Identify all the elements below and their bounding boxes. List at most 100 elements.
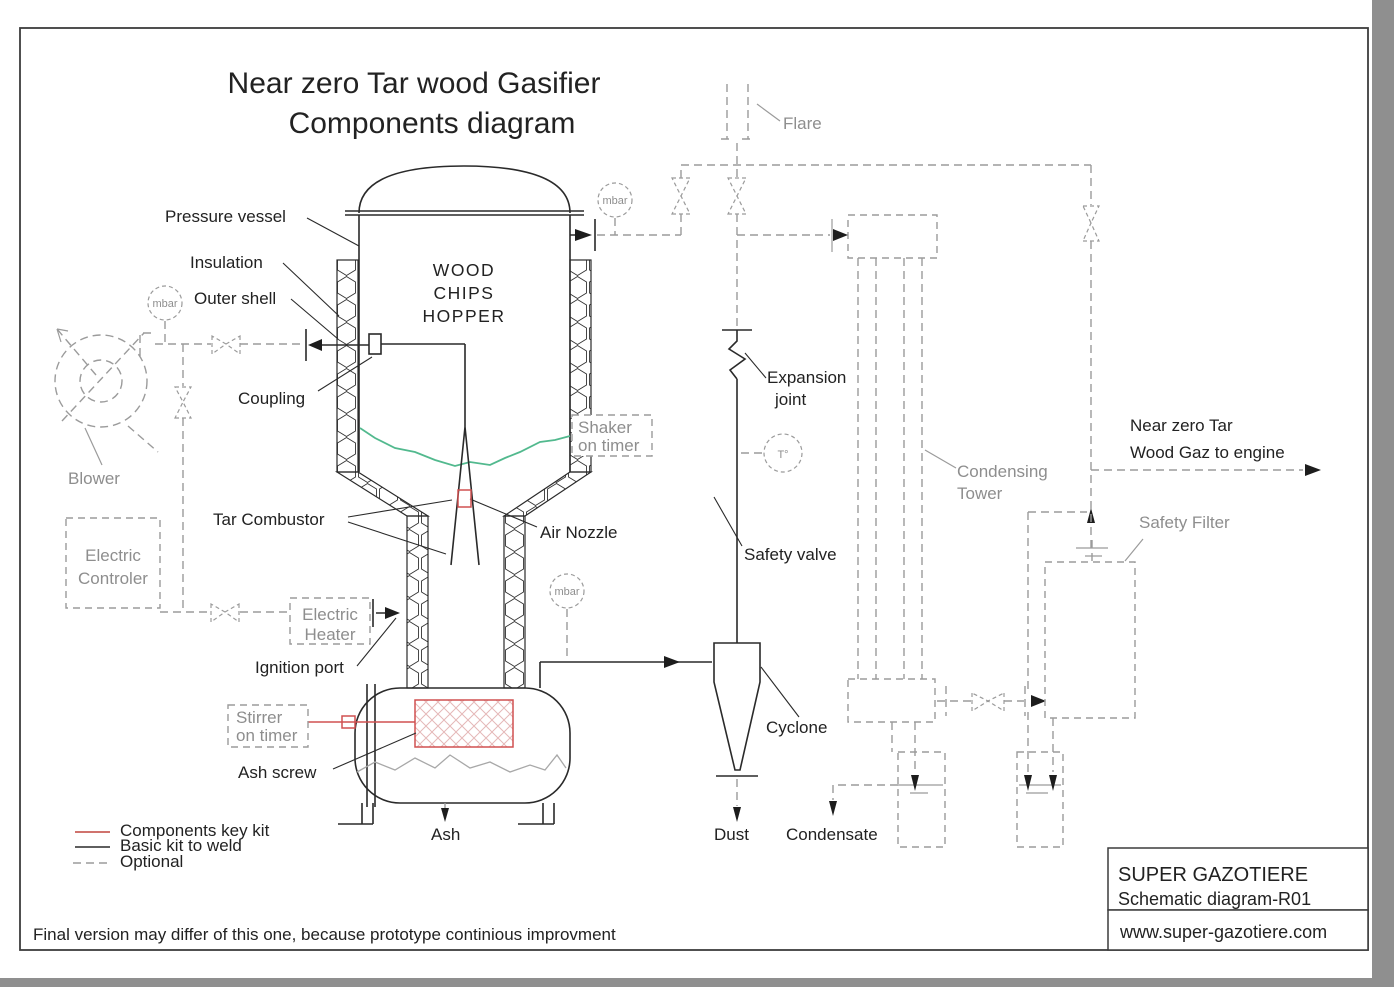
label-safety-valve: Safety valve [744,545,837,564]
blower-housing [54,334,148,428]
blower-volute [56,328,159,453]
riser-leaders [713,352,767,547]
temperature-gauge [763,433,803,473]
label-stirrer-2: on timer [236,726,298,745]
label-dust: Dust [714,825,749,844]
heater-connection [372,599,385,627]
flare-leader [756,103,781,122]
cyclone-body [713,642,761,777]
page-border [19,27,1369,951]
mbar-gauge-top-label: mbar [602,195,627,207]
air-nozzle-key-part [457,489,472,508]
flare-valves [671,177,747,215]
title-line2: Components diagram [289,107,576,140]
label-engine-1: Near zero Tar [1130,416,1233,435]
condensate-piping [832,712,1054,800]
air-inlet-line [305,329,465,361]
dust-arrow [733,807,741,822]
label-expansion-2: joint [774,390,806,409]
vessel-callouts: Pressure vessel Insulation Outer shell C… [165,207,617,555]
label-electric-controler-2: Controler [78,569,148,588]
label-insulation: Insulation [190,253,263,272]
label-electric-heater-1: Electric [302,605,358,624]
label-engine-2: Wood Gaz to engine [1130,443,1285,462]
filter-inlet-valve [971,692,1005,713]
hopper-text-2: CHIPS [434,283,495,303]
electric-controler-box [65,517,161,609]
label-flare: Flare [783,114,822,133]
callout-leader-lines [282,217,538,555]
label-condensing-1: Condensing [957,462,1048,481]
cyclone-leader [760,666,800,718]
safety-valve-riser [722,329,752,643]
tower-inlet-arrow [833,229,848,241]
ash-screw-symbol [414,699,514,748]
stirrer-box [227,704,309,748]
label-condensate: Condensate [786,825,878,844]
tower-top-header [847,214,938,259]
tower-tubes [857,258,923,679]
company-name: SUPER GAZOTIERE [1118,864,1308,886]
safety-riser-and-flare: Expansion joint Safety valve T° mbar Fla… [570,84,1091,643]
safety-filter-box [1044,561,1136,719]
label-shaker-2: on timer [578,436,640,455]
legend-basic-kit: Basic kit to weld [120,836,242,855]
website-url: www.super-gazotiere.com [1119,922,1327,942]
vessel-flange [345,210,584,216]
label-tar-combustor: Tar Combustor [213,510,325,529]
label-coupling: Coupling [238,389,305,408]
tower-leader [924,449,957,469]
stirrer-shaft-flange [366,684,376,807]
tank-left-arrow [911,775,919,791]
document-name: Schematic diagram-R01 [1118,889,1311,909]
label-air-nozzle: Air Nozzle [540,523,617,542]
electric-system: Electric Controler Electric Heater Ignit… [65,517,400,677]
air-inlet-arrow [308,339,322,351]
title-block: SUPER GAZOTIERE Schematic diagram-R01 ww… [1107,847,1369,951]
wood-chips-level-line [359,427,571,467]
paper-sheet [0,0,1372,978]
flare-piping-optional [597,84,1091,454]
footer-note: Final version may differ of this one, be… [33,925,616,944]
vessel-dome [358,165,571,214]
mbar-gauge-left-label: mbar [152,298,177,310]
engine-arrow [1305,464,1321,476]
title-block-upper [1107,847,1369,911]
gas-flow-arrow [664,656,680,668]
insulation-left [336,259,359,473]
label-stirrer-1: Stirrer [236,708,283,727]
temperature-gauge-label: T° [777,449,788,461]
label-electric-controler-1: Electric [85,546,141,565]
vessel-outlet [570,219,596,251]
label-blower: Blower [68,469,120,488]
blower-symbol [54,328,159,453]
tank-right-arrow-1 [1024,775,1032,791]
shaker-unit: Shaker on timer [571,414,653,457]
gas-outlet-pipe [539,661,712,688]
label-expansion-1: Expansion [767,368,846,387]
blower-inlet [79,359,123,403]
vessel-outlet-arrow [575,229,592,241]
legend: Components key kit Basic kit to weld Opt… [73,821,270,871]
ash-screw-leader [332,732,417,770]
ash-arrow [441,808,449,822]
gasifier-vessel: WOOD CHIPS HOPPER [334,165,593,689]
label-condensing-2: Tower [957,484,1003,503]
blower-arrow-head [56,328,69,343]
ignition-port-leader [356,617,397,667]
mbar-gauge-left [147,285,183,321]
hopper-text-3: HOPPER [423,306,506,326]
legend-key-kit: Components key kit [120,821,270,840]
hopper-text-1: WOOD [433,260,495,280]
label-electric-heater-2: Heater [304,625,355,644]
mbar-gauge-top [597,182,633,218]
tank-right-arrow-2 [1049,775,1057,791]
engine-output: Near zero Tar Wood Gaz to engine [1082,165,1321,548]
blower-leader [84,427,103,466]
filter-piping [937,511,1093,716]
condensate-tank-right [1016,751,1064,848]
insulation-tube-right [503,515,526,689]
mbar-gauge-mid-label: mbar [554,586,579,598]
diagram-title: Near zero Tar wood Gasifier Components d… [228,67,601,140]
